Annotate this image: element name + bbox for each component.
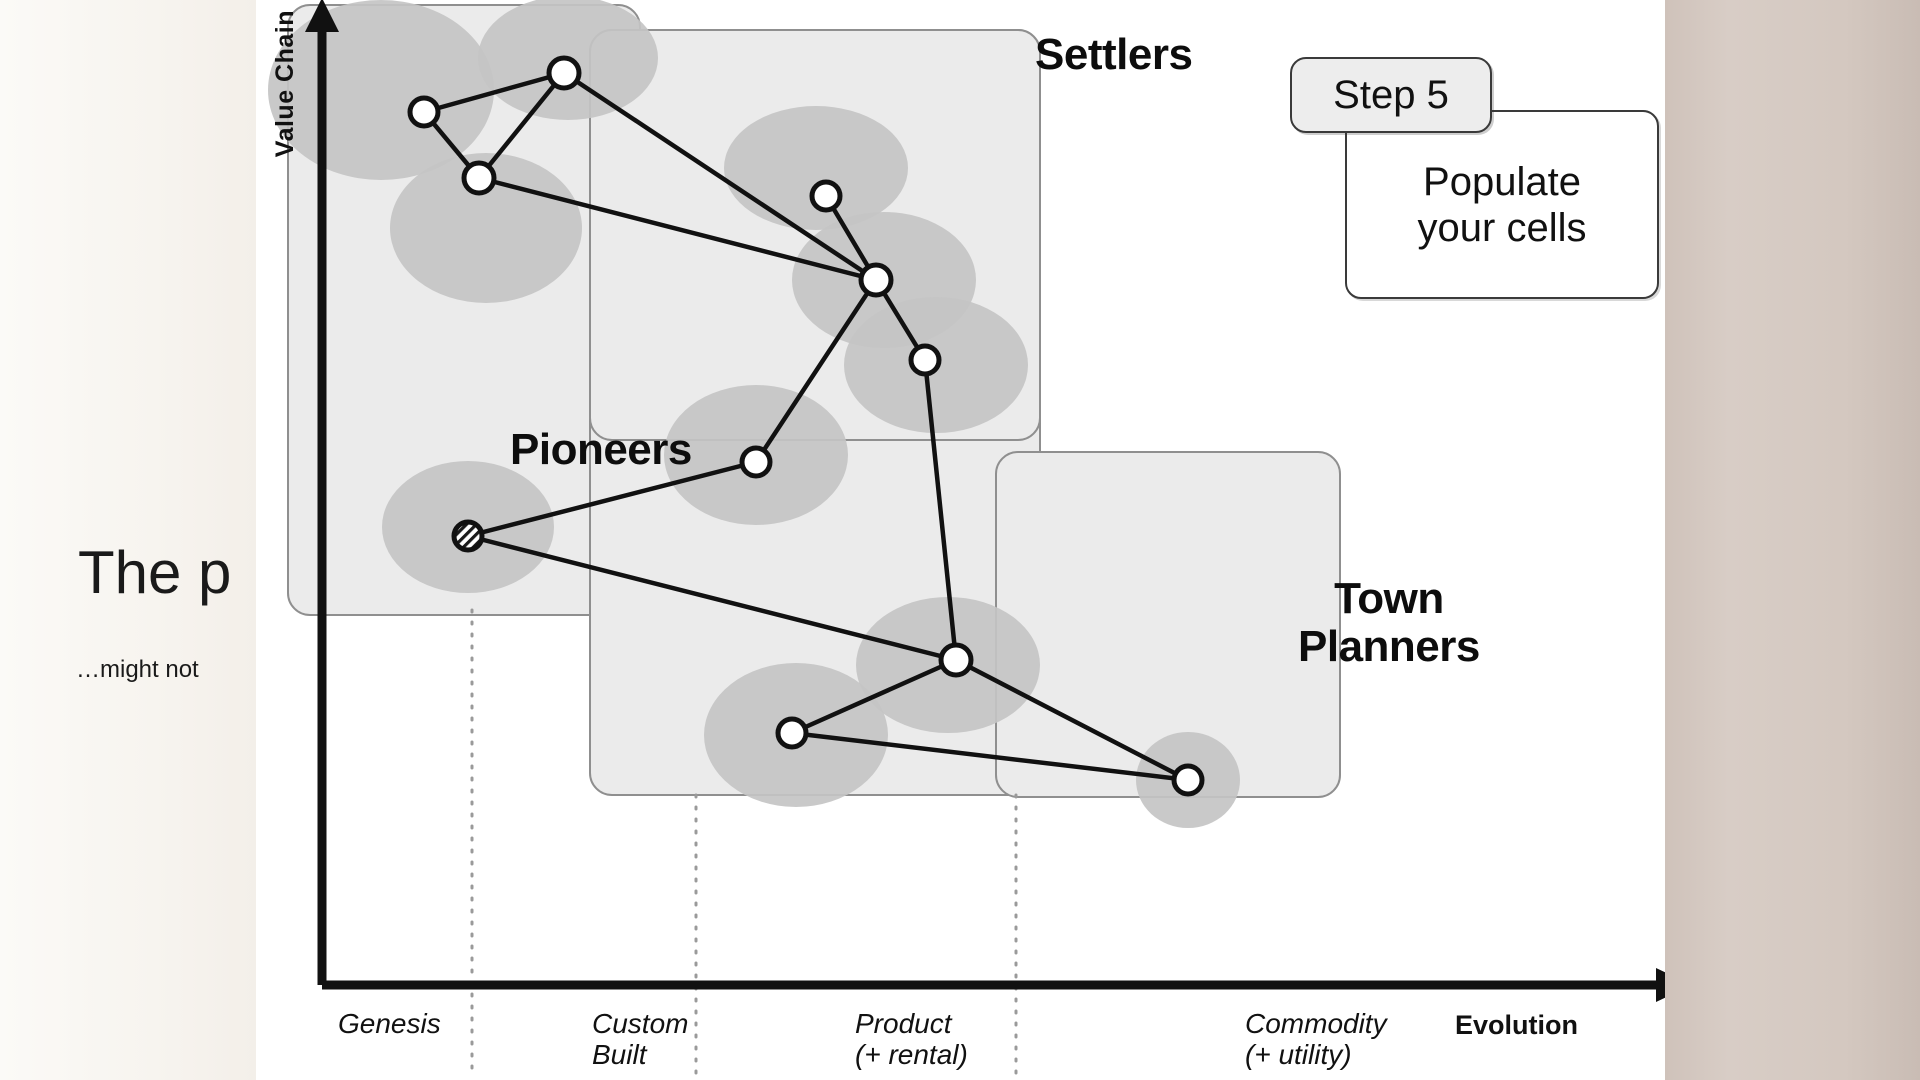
stage-label-commodity: Commodity (+ utility) [1245, 1008, 1387, 1071]
stage-label-product: Product (+ rental) [855, 1008, 968, 1071]
callout-step-tab-label: Step 5 [1333, 72, 1449, 117]
stage-label-custom-built-line2: Built [592, 1039, 647, 1071]
stage-label-custom-built-line1: Custom [592, 1008, 689, 1039]
map-node[interactable] [938, 642, 974, 678]
y-axis-label: Value Chain [271, 10, 299, 158]
slide-background-left [0, 0, 256, 1080]
callout-body-line2: your cells [1417, 205, 1587, 250]
panel-label-town-planners-line2: Planners [1298, 621, 1480, 671]
map-nodes[interactable] [407, 55, 1205, 797]
callout-step-tab[interactable]: Step 5 [1290, 57, 1492, 133]
panel-label-town-planners-line1: Town [1334, 574, 1444, 623]
x-axis-label: Evolution [1455, 1010, 1578, 1040]
map-node[interactable] [739, 445, 773, 479]
panel-label-pioneers: Pioneers [510, 425, 692, 474]
map-node[interactable] [461, 160, 497, 196]
cloud-blobs [268, 0, 1240, 828]
map-node[interactable] [809, 179, 843, 213]
stage-label-product-line1: Product [855, 1008, 952, 1039]
map-node[interactable] [908, 343, 942, 377]
wardley-map [268, 0, 1665, 1077]
axis-lines [305, 0, 1665, 1002]
map-node[interactable] [546, 55, 582, 91]
map-node[interactable] [775, 716, 809, 750]
stage-label-genesis: Genesis [338, 1008, 441, 1039]
map-node[interactable] [407, 95, 441, 129]
slide-title: The p [78, 539, 232, 606]
stage-dividers [470, 608, 1018, 1077]
callout-body: Populate your cells [1345, 110, 1659, 299]
stage-label-commodity-line2: (+ utility) [1245, 1039, 1352, 1071]
map-node-hatched[interactable] [451, 519, 485, 553]
slide-subtitle: …might not [76, 656, 199, 683]
callout-body-line1: Populate [1423, 159, 1581, 204]
stage-label-product-line2: (+ rental) [855, 1039, 968, 1071]
panel-label-settlers: Settlers [1035, 30, 1193, 79]
map-node[interactable] [1171, 763, 1205, 797]
panel-label-town-planners: Town Planners [1298, 575, 1480, 670]
map-edges [421, 70, 1191, 783]
stage-label-custom-built: Custom Built [592, 1008, 688, 1071]
slide-background-right [1665, 0, 1920, 1080]
stage-label-genesis-line1: Genesis [338, 1008, 441, 1039]
map-node[interactable] [858, 262, 894, 298]
stage-label-commodity-line1: Commodity [1245, 1008, 1387, 1039]
